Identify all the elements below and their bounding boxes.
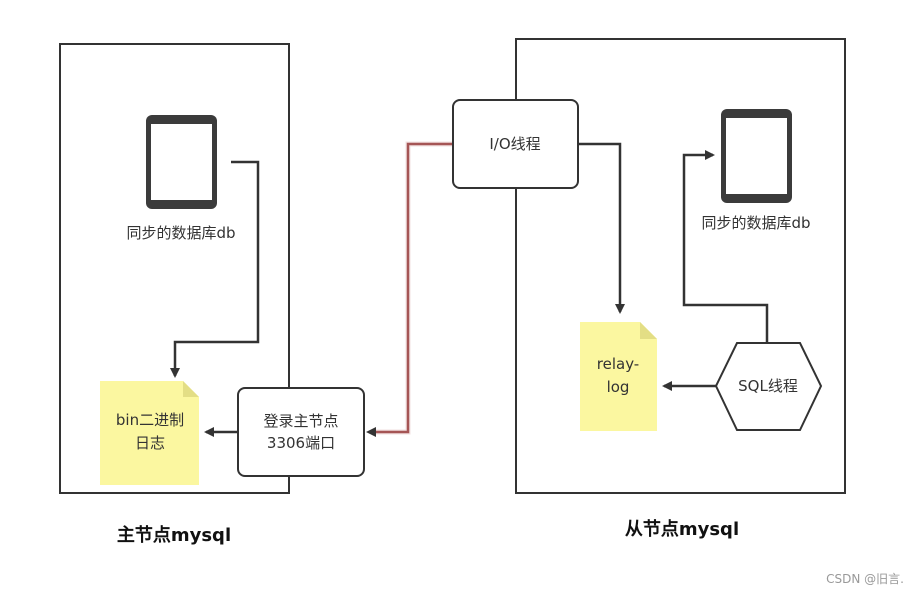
binlog-label-line1: bin二进制 <box>116 411 184 429</box>
slave-db-icon <box>721 109 792 203</box>
master-title: 主节点mysql <box>117 524 231 546</box>
io-to-relaylog-arrow <box>578 142 625 314</box>
io-thread-label: I/O线程 <box>489 135 540 153</box>
relaylog-note <box>580 322 657 431</box>
db-to-binlog-arrow <box>170 160 260 378</box>
binlog-label-line2: 日志 <box>135 434 165 452</box>
login-label-line2: 3306端口 <box>267 434 335 452</box>
relaylog-label-line2: log <box>607 378 630 396</box>
io-to-login-arrowhead <box>366 427 376 437</box>
sql-thread-hexagon <box>714 342 823 431</box>
io-to-login-link-glow <box>376 141 453 435</box>
master-node-frame <box>59 43 290 494</box>
master-db-icon <box>146 115 217 209</box>
slave-node-frame <box>515 38 846 494</box>
relaylog-label-line1: relay- <box>597 355 639 373</box>
login-label-line1: 登录主节点 <box>263 412 338 430</box>
slave-db-label: 同步的数据库db <box>701 214 810 232</box>
sql-thread-label: SQL线程 <box>738 377 798 395</box>
master-db-label: 同步的数据库db <box>126 224 235 242</box>
sql-to-slave-db-arrow <box>682 150 769 343</box>
io-to-login-link <box>376 142 453 434</box>
slave-title: 从节点mysql <box>625 518 739 540</box>
watermark: CSDN @旧言. <box>826 572 904 586</box>
login-master-box <box>237 387 365 477</box>
binlog-note <box>100 381 199 485</box>
